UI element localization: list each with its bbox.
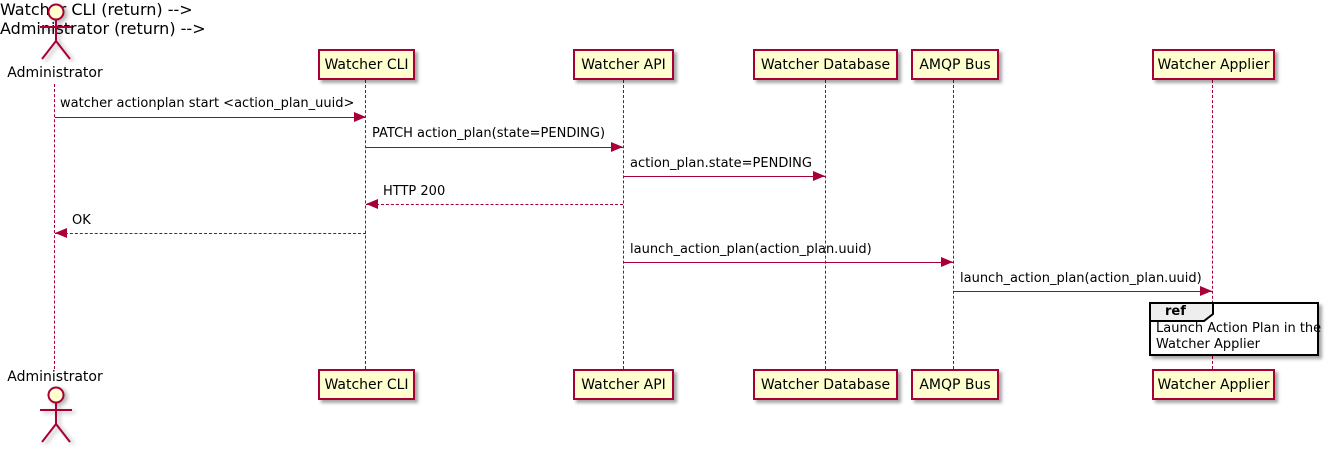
arrowhead-left-icon: [55, 228, 67, 238]
arrowhead-right-icon: [1200, 286, 1212, 296]
arrowhead-right-icon: [354, 112, 366, 122]
message-line: [954, 291, 1212, 292]
ref-text-line-1: Launch Action Plan in the: [1156, 321, 1322, 336]
actor-label-top: Administrator: [7, 65, 103, 81]
lifeline-amqp-bus: [953, 80, 954, 369]
message-line: [624, 176, 825, 177]
lifeline-watcher-applier: [1212, 80, 1213, 369]
ref-tab-icon: [1149, 302, 1215, 326]
participant-amqp-bus-top: AMQP Bus: [911, 49, 999, 80]
participant-watcher-api-top: Watcher API: [573, 49, 674, 80]
message-line: [55, 117, 366, 118]
message-label: launch_action_plan(action_plan.uuid): [630, 242, 872, 257]
participant-watcher-api-bottom: Watcher API: [573, 369, 674, 400]
message-line: [55, 233, 366, 234]
message-label: launch_action_plan(action_plan.uuid): [960, 271, 1202, 286]
ref-fragment: ref Launch Action Plan in the Watcher Ap…: [1149, 302, 1322, 356]
actor-icon: [37, 2, 75, 66]
message-label: HTTP 200: [383, 184, 446, 199]
message-line: [366, 204, 623, 205]
message-label: PATCH action_plan(state=PENDING): [372, 126, 606, 141]
arrowhead-right-icon: [611, 142, 623, 152]
ref-text-line-2: Watcher Applier: [1156, 337, 1260, 352]
participant-watcher-cli-top: Watcher CLI: [318, 49, 415, 80]
message-label: OK: [72, 213, 91, 228]
lifeline-watcher-database: [825, 80, 826, 369]
message-label: watcher actionplan start <action_plan_uu…: [60, 96, 355, 111]
message-line: [624, 262, 954, 263]
ref-keyword: ref: [1165, 304, 1186, 319]
arrowhead-right-icon: [813, 171, 825, 181]
actor-icon: [37, 385, 75, 449]
participant-watcher-database-bottom: Watcher Database: [753, 369, 898, 400]
participant-watcher-cli-bottom: Watcher CLI: [318, 369, 415, 400]
participant-amqp-bus-bottom: AMQP Bus: [911, 369, 999, 400]
arrowhead-right-icon: [941, 257, 953, 267]
lifeline-watcher-cli: [365, 80, 366, 369]
actor-label-bottom: Administrator: [7, 369, 103, 385]
message-label: action_plan.state=PENDING: [630, 156, 812, 171]
lifeline-watcher-api: [623, 80, 624, 369]
lifeline-administrator: [54, 84, 55, 369]
participant-watcher-database-top: Watcher Database: [753, 49, 898, 80]
participant-watcher-applier-top: Watcher Applier: [1152, 49, 1275, 80]
arrowhead-left-icon: [366, 199, 378, 209]
message-line: [366, 147, 623, 148]
participant-watcher-applier-bottom: Watcher Applier: [1152, 369, 1275, 400]
